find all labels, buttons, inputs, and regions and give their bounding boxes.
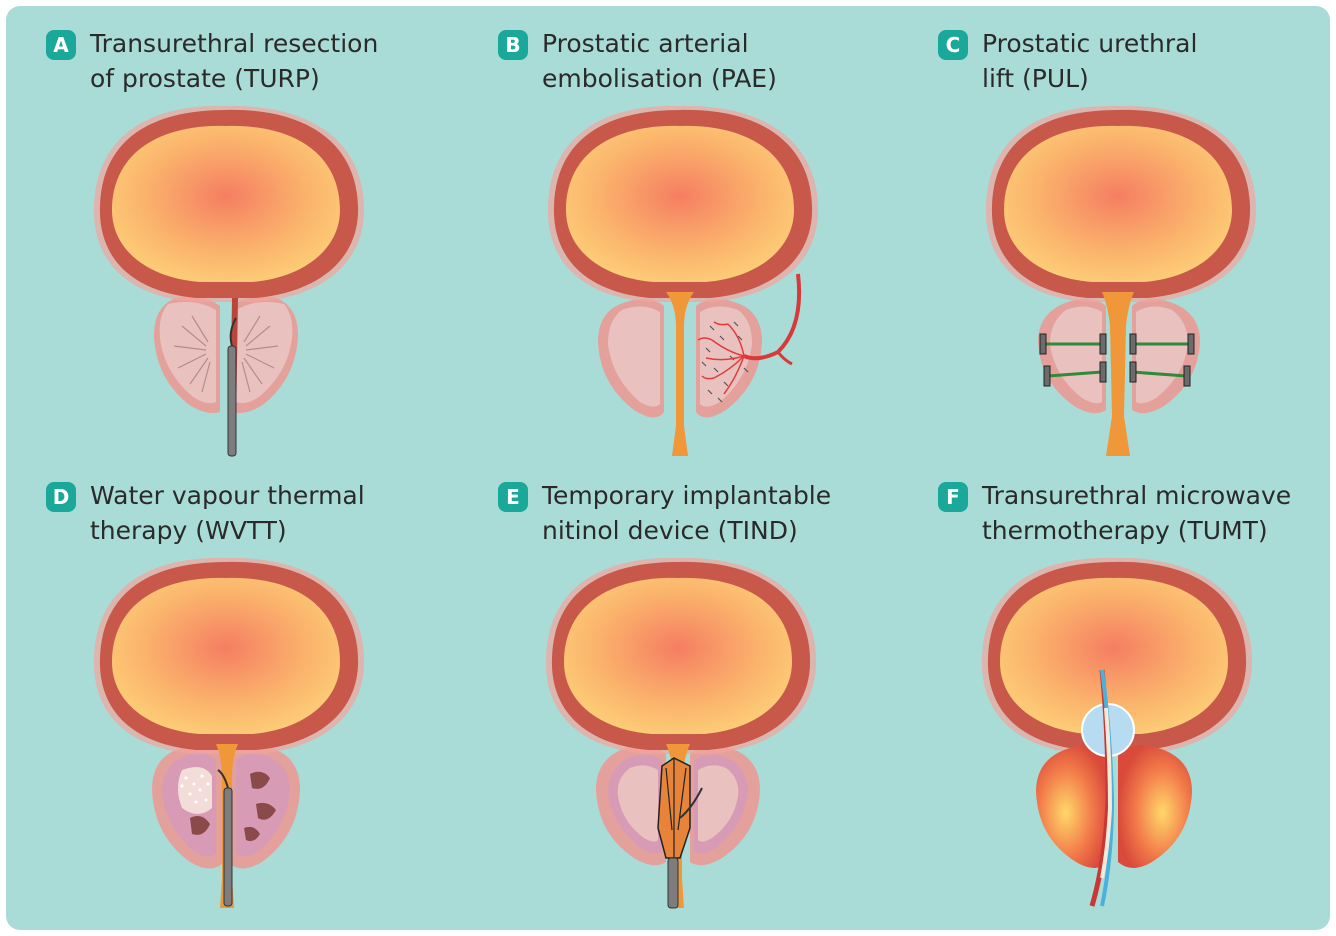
bladder [94,106,364,302]
prostate-lobes [154,296,298,413]
tind-illustration [458,458,898,910]
figure: A Transurethral resection of prostate (T… [6,6,1330,930]
bladder [548,106,818,302]
panel-d: D Water vapour thermal therapy (WVTT) [6,458,446,910]
panel-f: F Transurethral microwave thermotherapy … [898,458,1330,910]
bladder [546,558,816,754]
wvtt-illustration [6,458,446,910]
panel-e: E Temporary implantable nitinol device (… [458,458,898,910]
urethra [1102,292,1134,456]
pae-illustration [458,6,898,458]
turp-illustration [6,6,446,458]
panel-c: C Prostatic urethral lift (PUL) [898,6,1330,458]
panel-b: B Prostatic arterial embolisation (PAE) [458,6,898,458]
prostate-lobes-heated [1036,745,1192,868]
bladder [986,106,1256,302]
panel-a: A Transurethral resection of prostate (T… [6,6,446,458]
pul-illustration [898,6,1330,458]
urethra [666,292,694,456]
tumt-illustration [898,458,1330,910]
bladder [94,558,364,754]
